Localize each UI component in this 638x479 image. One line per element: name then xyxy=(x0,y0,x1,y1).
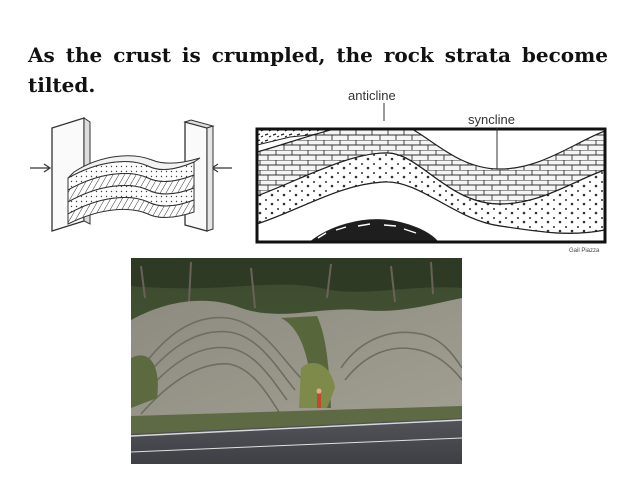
diagram-credit: Gail Piazza xyxy=(569,248,600,254)
syncline-label: syncline xyxy=(468,112,515,127)
vise-sketch xyxy=(30,117,232,232)
roadcut-photo xyxy=(131,258,462,464)
fold-diagrams: anticline syncline Gail Piazza xyxy=(30,88,607,254)
fold-cross-section: anticline syncline Gail Piazza xyxy=(255,88,607,254)
core-bed xyxy=(309,219,439,242)
anticline-label: anticline xyxy=(348,88,396,103)
push-arrow-left-icon xyxy=(30,163,52,173)
roadcut-photo-illustration xyxy=(131,258,462,464)
push-arrow-right-icon xyxy=(210,163,232,173)
person-figure xyxy=(317,394,321,408)
slide-title: As the crust is crumpled, the rock strat… xyxy=(28,43,608,97)
